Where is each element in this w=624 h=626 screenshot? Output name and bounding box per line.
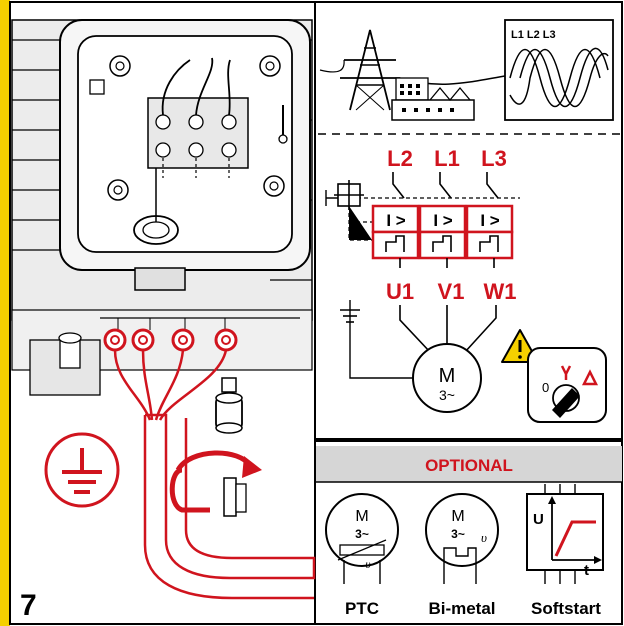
- rotation-arrow-icon: [169, 450, 262, 517]
- softstart-axis-y: U: [533, 511, 544, 528]
- trip-symbol-1: I >: [386, 211, 405, 230]
- bimetal-motor-phase: 3~: [451, 527, 465, 541]
- bimetal-option: [425, 493, 499, 584]
- label-l3: L3: [481, 146, 507, 171]
- bimetal-sensor: υ: [481, 530, 487, 545]
- bimetal-motor-letter: M: [451, 508, 464, 525]
- label-u1: U1: [386, 279, 414, 304]
- softstart-label: Softstart: [531, 599, 601, 618]
- yellow-edge-strip: [0, 0, 10, 626]
- sine-wave-icon: [504, 19, 614, 121]
- trip-symbol-2: I >: [433, 211, 452, 230]
- motor-terminal-box: [11, 19, 313, 396]
- bimetal-label: Bi-metal: [428, 599, 495, 618]
- label-l1: L1: [434, 146, 460, 171]
- ptc-sensor: υ: [365, 557, 371, 571]
- label-v1: V1: [438, 279, 465, 304]
- breaker-top-labels: L2 L1 L3: [387, 146, 507, 171]
- phases-label: L1 L2 L3: [511, 29, 556, 41]
- optional-banner: [316, 446, 622, 482]
- circuit-breaker: [325, 172, 520, 268]
- softstart-option: [526, 484, 604, 584]
- motor-phase: 3~: [439, 387, 455, 403]
- star-delta-switch-icon: 0: [527, 347, 607, 423]
- ptc-motor-letter: M: [355, 508, 368, 525]
- step-number: 7: [20, 589, 37, 622]
- breaker-bottom-labels: U1 V1 W1: [386, 279, 517, 304]
- motor-symbol: [340, 300, 497, 413]
- ptc-label: PTC: [345, 599, 379, 618]
- cable-terminals: [103, 328, 316, 600]
- motor-letter: M: [439, 365, 456, 387]
- optional-title: OPTIONAL: [425, 456, 513, 475]
- factory-icon: [391, 77, 475, 121]
- softstart-axis-x: t: [584, 562, 589, 579]
- label-w1: W1: [484, 279, 517, 304]
- svg-text:0: 0: [542, 380, 549, 395]
- ptc-motor-phase: 3~: [355, 527, 369, 541]
- trip-symbol-3: I >: [480, 211, 499, 230]
- label-l2: L2: [387, 146, 413, 171]
- ground-icon: [44, 432, 120, 508]
- ptc-option: [325, 493, 399, 584]
